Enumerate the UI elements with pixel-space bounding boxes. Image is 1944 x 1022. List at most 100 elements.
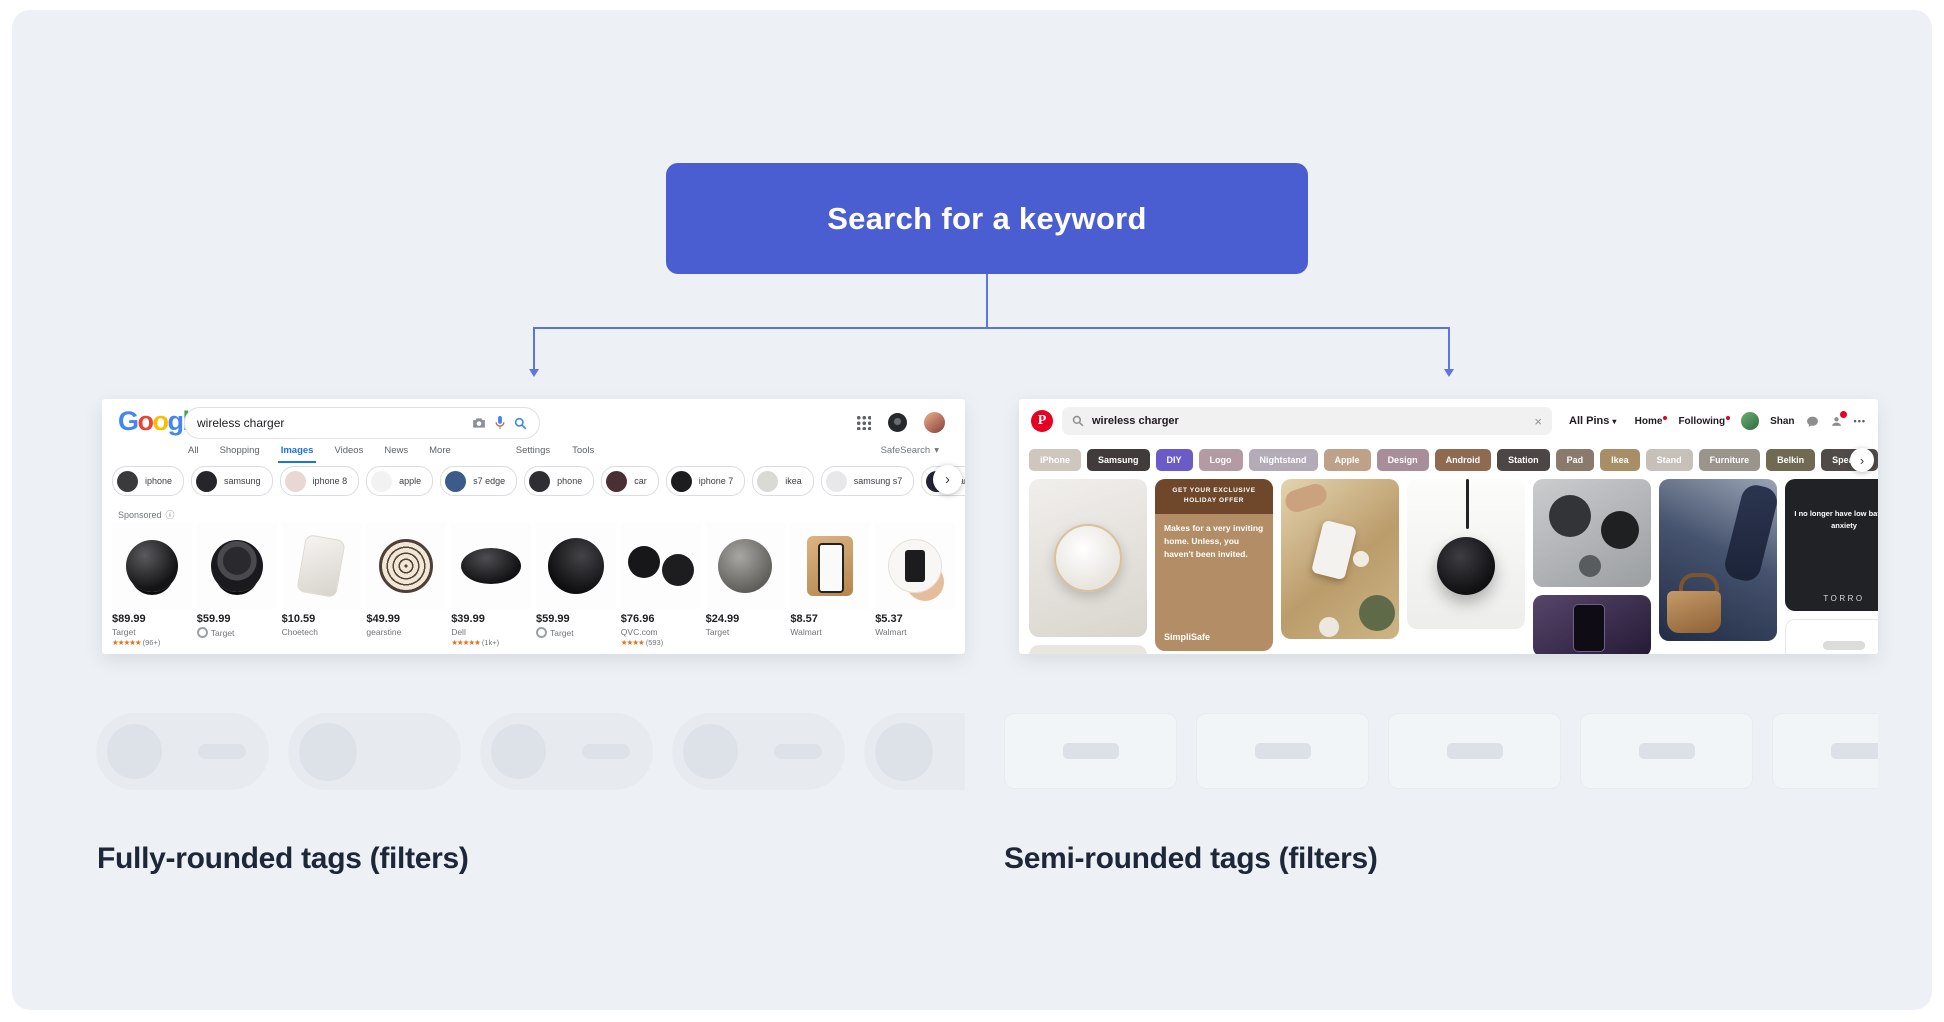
- pin-black-charger[interactable]: [1407, 479, 1525, 629]
- filter-chip[interactable]: iPhone: [1029, 449, 1082, 471]
- filter-chip[interactable]: iphone 7: [665, 466, 746, 496]
- rating-count: (96+): [142, 638, 161, 647]
- arrow-down-icon: [529, 369, 539, 377]
- chip-label: iphone 8: [312, 476, 348, 486]
- filter-chip[interactable]: samsung: [191, 466, 273, 496]
- tab-videos[interactable]: Videos: [334, 445, 364, 456]
- pin-partial[interactable]: [1785, 619, 1878, 654]
- filter-chip[interactable]: car: [601, 466, 659, 496]
- product-merchant: Choetech: [281, 627, 318, 637]
- chevron-right-button[interactable]: ›: [933, 465, 962, 494]
- connector-line: [986, 274, 988, 327]
- abstract-tag: [1772, 713, 1878, 789]
- pin-man-with-bag[interactable]: [1659, 479, 1777, 641]
- pinterest-nav: Home Following Shan •••: [1635, 410, 1866, 430]
- pin-marble-charger[interactable]: [1029, 479, 1147, 637]
- star-rating: ★★★★★: [451, 638, 481, 647]
- avatar[interactable]: [1741, 412, 1760, 430]
- product-card[interactable]: $76.96 QVC.com ★★★★(593): [620, 523, 701, 648]
- tab-shopping[interactable]: Shopping: [219, 445, 260, 456]
- abstract-bar: [1254, 743, 1311, 759]
- close-icon[interactable]: ×: [1534, 413, 1542, 429]
- chat-icon[interactable]: [1806, 415, 1819, 428]
- google-result-tabs: All Shopping Images Videos News More Set…: [188, 445, 595, 463]
- tab-images[interactable]: Images: [277, 445, 317, 463]
- all-pins-dropdown[interactable]: All Pins ▾: [1569, 415, 1616, 427]
- tab-all[interactable]: All: [188, 445, 199, 456]
- filter-chip[interactable]: samsung s7: [820, 466, 915, 496]
- charger-disc: [1054, 524, 1122, 592]
- filter-chip[interactable]: apple: [366, 466, 434, 496]
- sponsored-text: Sponsored: [118, 509, 162, 520]
- mic-icon[interactable]: [495, 416, 505, 430]
- filter-chip[interactable]: Samsung: [1087, 449, 1150, 471]
- pin-partial[interactable]: [1029, 645, 1147, 654]
- search-input-value[interactable]: wireless charger: [1092, 415, 1179, 427]
- more-options-icon[interactable]: •••: [1853, 416, 1866, 426]
- filter-chip[interactable]: Logo: [1198, 449, 1243, 471]
- filter-chip[interactable]: Nightstand: [1248, 449, 1318, 471]
- pin-phone-tray[interactable]: [1281, 479, 1399, 639]
- filter-chip[interactable]: Pad: [1555, 449, 1595, 471]
- tools-menu: Settings Tools: [516, 445, 595, 456]
- pad-discs: [1549, 495, 1591, 537]
- tools-menu-item[interactable]: Tools: [572, 445, 595, 456]
- pinterest-logo[interactable]: P: [1031, 410, 1053, 432]
- filter-chip[interactable]: Belkin: [1766, 449, 1816, 471]
- chip-label: iphone 7: [698, 476, 734, 486]
- filter-chip[interactable]: Apple: [1323, 449, 1371, 471]
- filter-chip[interactable]: Android: [1434, 449, 1492, 471]
- product-card[interactable]: $24.99 Target: [705, 523, 786, 648]
- keyword-box[interactable]: Search for a keyword: [666, 163, 1308, 274]
- filter-chip[interactable]: DIY: [1155, 449, 1193, 471]
- dark-circle-icon[interactable]: [888, 413, 907, 432]
- pinterest-search-box[interactable]: wireless charger ×: [1062, 407, 1552, 435]
- pinterest-filter-chip-row: iPhone Samsung DIY Logo Nightstand Apple…: [1029, 447, 1878, 473]
- settings-menu-item[interactable]: Settings: [515, 445, 551, 456]
- product-card[interactable]: $59.99 Target: [536, 523, 616, 648]
- product-card[interactable]: $5.37 Walmart: [875, 523, 955, 648]
- logo-letter: o: [137, 406, 155, 436]
- product-card[interactable]: $59.99 Target: [196, 523, 277, 648]
- chip-label: samsung: [224, 476, 261, 486]
- connector-line: [1448, 327, 1450, 371]
- filter-chip[interactable]: Design: [1376, 449, 1429, 471]
- filter-chip[interactable]: s7 edge: [440, 466, 518, 496]
- filter-chip[interactable]: iphone 8: [279, 466, 360, 496]
- nav-home[interactable]: Home: [1635, 415, 1668, 427]
- avatar[interactable]: [924, 412, 945, 433]
- pin-phone-photo[interactable]: [1533, 595, 1651, 654]
- filter-chip[interactable]: phone: [524, 466, 595, 496]
- product-card[interactable]: $10.59 Choetech: [281, 523, 362, 648]
- tab-news[interactable]: News: [384, 445, 409, 456]
- google-search-box[interactable]: wireless charger: [184, 407, 540, 439]
- abstract-tag: [1580, 713, 1753, 789]
- safesearch-dropdown[interactable]: SafeSearch ▾: [881, 445, 939, 456]
- info-icon[interactable]: ⓘ: [165, 510, 175, 520]
- camera-icon[interactable]: [472, 417, 486, 429]
- product-card[interactable]: $8.57 Walmart: [790, 523, 871, 648]
- pin-charging-pads[interactable]: [1533, 479, 1651, 587]
- tab-more[interactable]: More: [429, 445, 451, 456]
- nav-following[interactable]: Following: [1678, 415, 1731, 427]
- product-card[interactable]: $49.99 gearstine: [366, 523, 447, 648]
- pin-quote-card[interactable]: “ I no longer have low battery anxiety T…: [1785, 479, 1878, 611]
- product-price: $24.99: [705, 613, 740, 625]
- notifications-icon[interactable]: [1830, 410, 1847, 428]
- pin-simplisafe-ad[interactable]: GET YOUR EXCLUSIVE HOLIDAY OFFER Makes f…: [1155, 479, 1273, 651]
- filter-chip[interactable]: Furniture: [1698, 449, 1761, 471]
- product-card[interactable]: $89.99 Target ★★★★★(96+): [112, 523, 192, 648]
- filter-chip[interactable]: iphone: [112, 466, 185, 496]
- product-card[interactable]: $39.99 Dell ★★★★★(1k+): [451, 523, 531, 648]
- filter-chip[interactable]: Stand: [1645, 449, 1693, 471]
- filter-chip[interactable]: Station: [1497, 449, 1550, 471]
- username[interactable]: Shan: [1770, 415, 1795, 427]
- filter-chip[interactable]: Ikea: [1600, 449, 1640, 471]
- apps-grid-icon[interactable]: [856, 415, 871, 430]
- chevron-right-button[interactable]: ›: [1850, 448, 1874, 472]
- chip-thumbnail: [284, 470, 306, 492]
- filter-chip[interactable]: ikea: [752, 466, 814, 496]
- abstract-bar: [1638, 743, 1695, 759]
- search-input-value[interactable]: wireless charger: [197, 416, 285, 430]
- search-icon[interactable]: [514, 417, 527, 430]
